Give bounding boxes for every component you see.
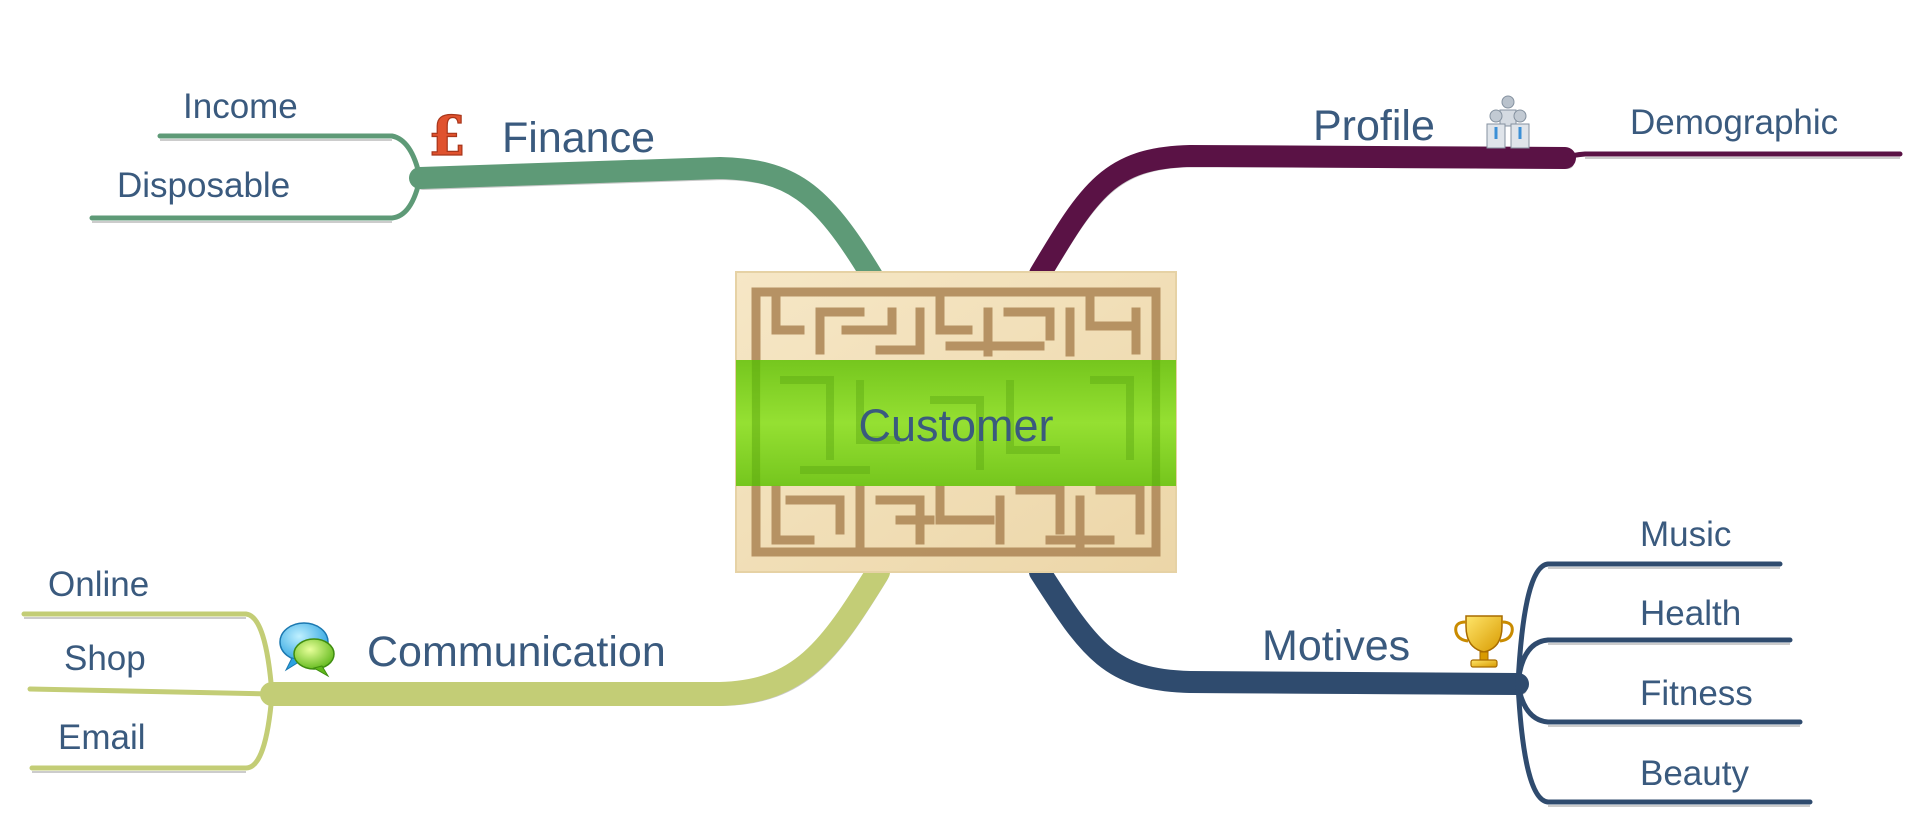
central-topic[interactable]: Customer bbox=[735, 271, 1177, 573]
trophy-icon bbox=[1454, 615, 1514, 668]
communication-child-shop[interactable]: Shop bbox=[64, 639, 146, 678]
speech-bubbles-icon bbox=[279, 622, 335, 678]
motives-sub-connector-shadow bbox=[1548, 567, 1810, 807]
communication-child-online[interactable]: Online bbox=[48, 565, 149, 604]
motives-child-health[interactable]: Health bbox=[1640, 594, 1741, 633]
finance-sub-connector-shadow bbox=[92, 139, 392, 223]
profile-label: Profile bbox=[1313, 102, 1435, 150]
central-topic-label: Customer bbox=[858, 400, 1053, 451]
maze-walls-faint bbox=[752, 360, 1160, 486]
people-group-icon bbox=[1486, 95, 1530, 149]
motives-branch-line bbox=[1029, 561, 1529, 695]
communication-sub-connector-shadow bbox=[24, 617, 246, 773]
profile-child-demographic[interactable]: Demographic bbox=[1630, 103, 1838, 142]
motives-child-fitness[interactable]: Fitness bbox=[1640, 674, 1753, 713]
pound-sterling-icon: £ bbox=[428, 103, 467, 168]
communication-child-email[interactable]: Email bbox=[58, 718, 146, 757]
motives-child-beauty[interactable]: Beauty bbox=[1640, 754, 1749, 793]
finance-child-disposable[interactable]: Disposable bbox=[117, 166, 290, 205]
branch-finance[interactable]: Finance £ Income Disposable bbox=[89, 87, 883, 288]
branch-communication[interactable]: Communication Online Shop Email bbox=[21, 560, 890, 773]
motives-label: Motives bbox=[1262, 622, 1410, 670]
communication-branch-line bbox=[260, 560, 890, 706]
svg-text:£: £ bbox=[428, 104, 466, 168]
profile-sub-connector-line bbox=[1562, 151, 1903, 161]
finance-branch-line bbox=[409, 156, 883, 287]
communication-label: Communication bbox=[367, 628, 666, 676]
motives-sub-connector-line bbox=[1515, 561, 1813, 805]
central-band bbox=[736, 360, 1176, 486]
branch-profile[interactable]: Profile Demographic bbox=[1029, 95, 1903, 285]
finance-label: Finance bbox=[502, 114, 655, 162]
branch-motives[interactable]: Motives Music Health Fitness Beauty bbox=[1029, 515, 1813, 807]
finance-sub-connector-line bbox=[89, 133, 423, 221]
motives-child-music[interactable]: Music bbox=[1640, 515, 1731, 554]
profile-branch-line bbox=[1029, 144, 1576, 285]
finance-child-income[interactable]: Income bbox=[183, 87, 298, 126]
communication-sub-connector-line bbox=[21, 611, 275, 771]
